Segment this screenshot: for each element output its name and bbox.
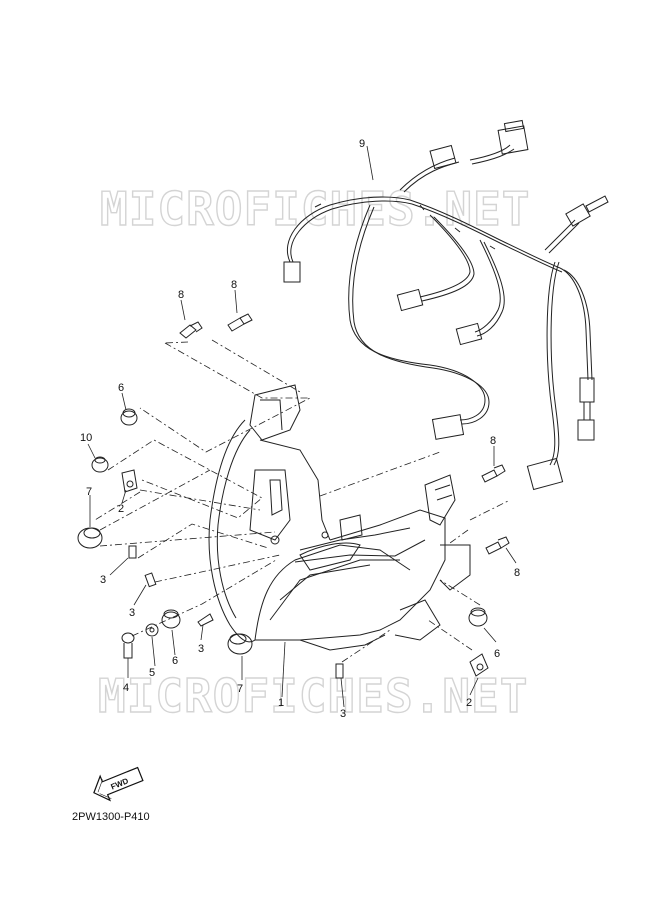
nut-2b <box>469 653 489 677</box>
callout-3: 3 <box>100 574 106 586</box>
clip-3a <box>128 545 137 559</box>
fwd-arrow-icon: FWD <box>93 766 144 802</box>
washer-5 <box>145 623 159 637</box>
callout-10: 10 <box>80 432 92 444</box>
grommet-6b <box>161 609 181 629</box>
bolt-8b <box>227 313 253 332</box>
grommet-6a <box>120 408 138 426</box>
diagram-code: 2PW1300-P410 <box>72 811 150 823</box>
bolt-8a <box>179 321 203 339</box>
bolt-8c <box>481 464 506 483</box>
grommet-7b <box>227 633 253 655</box>
clip-3d <box>335 663 344 679</box>
headlight-assembly <box>208 384 471 651</box>
callout-3: 3 <box>198 643 204 655</box>
callout-8: 8 <box>231 279 237 291</box>
watermark-top: MICROFICHES.NET <box>100 182 530 236</box>
callout-numbers: 8 8 6 10 7 2 3 3 3 4 5 6 7 1 3 9 8 8 6 2 <box>80 138 520 720</box>
clip-3c <box>197 613 214 627</box>
callout-5: 5 <box>149 667 155 679</box>
callout-2: 2 <box>118 503 124 515</box>
grommet-7a <box>77 527 103 549</box>
callout-8: 8 <box>178 289 184 301</box>
callout-8: 8 <box>514 567 520 579</box>
leader-lines <box>94 339 511 663</box>
screw-4 <box>121 632 135 659</box>
callout-9: 9 <box>359 138 365 150</box>
callout-6: 6 <box>172 655 178 667</box>
clip-3b <box>144 572 157 588</box>
callout-1: 1 <box>278 697 284 709</box>
callout-6: 6 <box>118 382 124 394</box>
watermark-bottom: MICROFICHES.NET <box>98 669 528 723</box>
callout-leaders <box>87 145 517 708</box>
nut-2a <box>121 469 138 493</box>
callout-2: 2 <box>466 697 472 709</box>
callout-8: 8 <box>490 435 496 447</box>
callout-7: 7 <box>86 486 92 498</box>
grommet-6c <box>468 607 488 627</box>
callout-4: 4 <box>123 682 129 694</box>
callout-7: 7 <box>237 683 243 695</box>
collar-10 <box>91 456 109 473</box>
wire-harness <box>283 119 609 491</box>
callout-6: 6 <box>494 648 500 660</box>
bolt-8d <box>485 536 510 555</box>
callout-3: 3 <box>129 607 135 619</box>
callout-3: 3 <box>340 708 346 720</box>
